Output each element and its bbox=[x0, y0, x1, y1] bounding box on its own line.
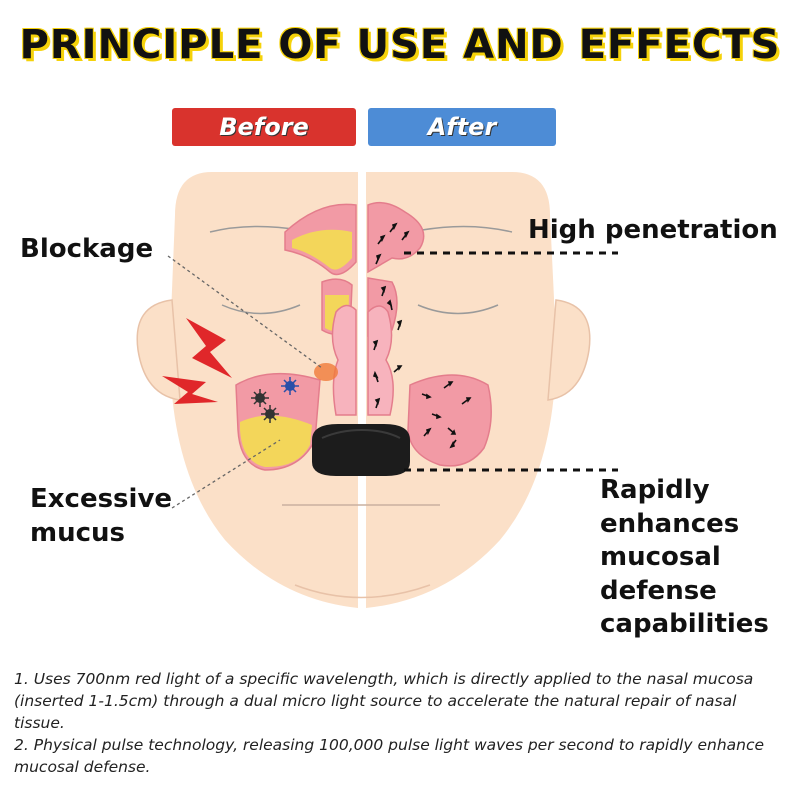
before-maxillary-mucus bbox=[240, 415, 312, 468]
blockage-glow bbox=[314, 363, 338, 381]
page-title: PRINCIPLE OF USE AND EFFECTS bbox=[19, 22, 781, 68]
after-nasal-passage bbox=[367, 305, 394, 416]
excessive-mucus-label: Excessive mucus bbox=[30, 484, 173, 548]
arrow-icon bbox=[372, 222, 472, 449]
after-maxillary-sinus bbox=[407, 374, 492, 467]
lightning-bolt-icon bbox=[162, 376, 218, 404]
chin-line bbox=[294, 584, 431, 599]
right-eye bbox=[417, 304, 499, 315]
germ-icon bbox=[261, 405, 279, 423]
right-ear bbox=[547, 299, 591, 401]
right-eyebrow bbox=[421, 225, 513, 233]
blockage-label: Blockage bbox=[20, 234, 154, 264]
nasal-device-icon bbox=[312, 424, 410, 476]
after-frontal-sinus bbox=[367, 201, 425, 274]
before-tab: Before bbox=[172, 108, 356, 146]
germ-icon bbox=[281, 377, 299, 395]
sinus-diagram bbox=[136, 172, 618, 608]
mucosal-defense-label: Rapidly enhances mucosal defense capabil… bbox=[600, 475, 769, 639]
note-item: 1. Uses 700nm red light of a specific wa… bbox=[14, 670, 754, 732]
left-eye bbox=[221, 304, 301, 315]
before-nasal-passage bbox=[331, 304, 357, 416]
description-notes: 1. Uses 700nm red light of a specific wa… bbox=[14, 668, 790, 778]
high-penetration-label: High penetration bbox=[528, 215, 778, 245]
lightning-bolt-icon bbox=[186, 318, 232, 378]
before-frontal-mucus bbox=[292, 229, 352, 270]
note-item: 2. Physical pulse technology, releasing … bbox=[14, 736, 765, 776]
left-ear bbox=[136, 299, 181, 401]
blockage-leader-line bbox=[167, 255, 323, 369]
after-tab: After bbox=[368, 108, 556, 146]
germ-icon bbox=[251, 389, 269, 407]
